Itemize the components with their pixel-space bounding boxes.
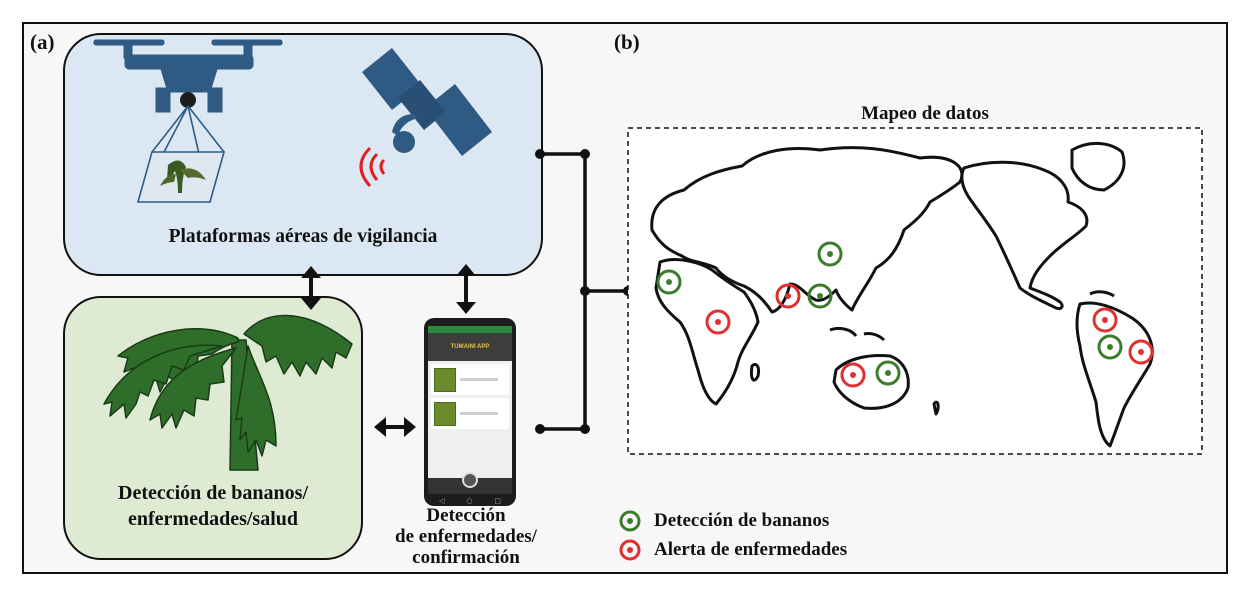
result-thumbnail	[434, 401, 456, 426]
disease-alert-markers	[705, 283, 1154, 388]
banana-marker	[1097, 334, 1123, 360]
legend-item-disease: Alerta de enfermedades	[618, 537, 847, 563]
banana-marker	[875, 360, 901, 386]
phone-status-bar	[428, 326, 512, 333]
disease-marker	[1092, 307, 1118, 333]
double-arrow-aerial-detect	[301, 266, 321, 310]
banana-marker	[656, 269, 682, 295]
result-card	[431, 398, 509, 429]
banana-detection-markers	[656, 241, 1123, 386]
world-map	[650, 142, 1154, 448]
result-thumbnail	[434, 367, 456, 392]
disease-marker	[840, 362, 866, 388]
smartphone-icon: TUMAINI APP ◁○□	[424, 318, 516, 506]
satellite-icon	[362, 48, 492, 156]
aerial-title: Plataformas aéreas de vigilancia	[168, 226, 438, 247]
signal-waves-icon	[359, 146, 386, 188]
panel-label-b: (b)	[614, 30, 640, 54]
result-card	[431, 364, 509, 395]
banana-marker	[817, 241, 843, 267]
legend-item-banana: Detección de bananos	[618, 508, 829, 534]
detection-title: Detección de bananos/ enfermedades/salud	[118, 482, 308, 530]
disease-marker	[775, 283, 801, 309]
phone-system-buttons: ◁○□	[438, 497, 501, 505]
map-title: Mapeo de datos	[861, 103, 989, 124]
map-frame	[627, 127, 1203, 455]
drone-icon	[93, 39, 283, 113]
double-arrow-aerial-phone	[456, 264, 476, 314]
disease-marker	[1128, 339, 1154, 365]
phone-title: Detección de enfermedades/ confirmación	[395, 505, 537, 568]
phone-screen: TUMAINI APP	[428, 326, 512, 494]
double-arrow-detect-phone	[374, 417, 416, 437]
banana-thumbnail-icon	[160, 160, 206, 193]
banana-legend-icon	[619, 510, 641, 532]
banana-marker	[807, 283, 833, 309]
connector-network	[535, 149, 633, 434]
panel-label-a: (a)	[30, 30, 55, 54]
camera-icon	[462, 472, 478, 488]
app-header: TUMAINI APP	[428, 333, 512, 361]
disease-legend-icon	[619, 539, 641, 561]
banana-plant-icon	[103, 314, 353, 471]
disease-marker	[705, 309, 731, 335]
